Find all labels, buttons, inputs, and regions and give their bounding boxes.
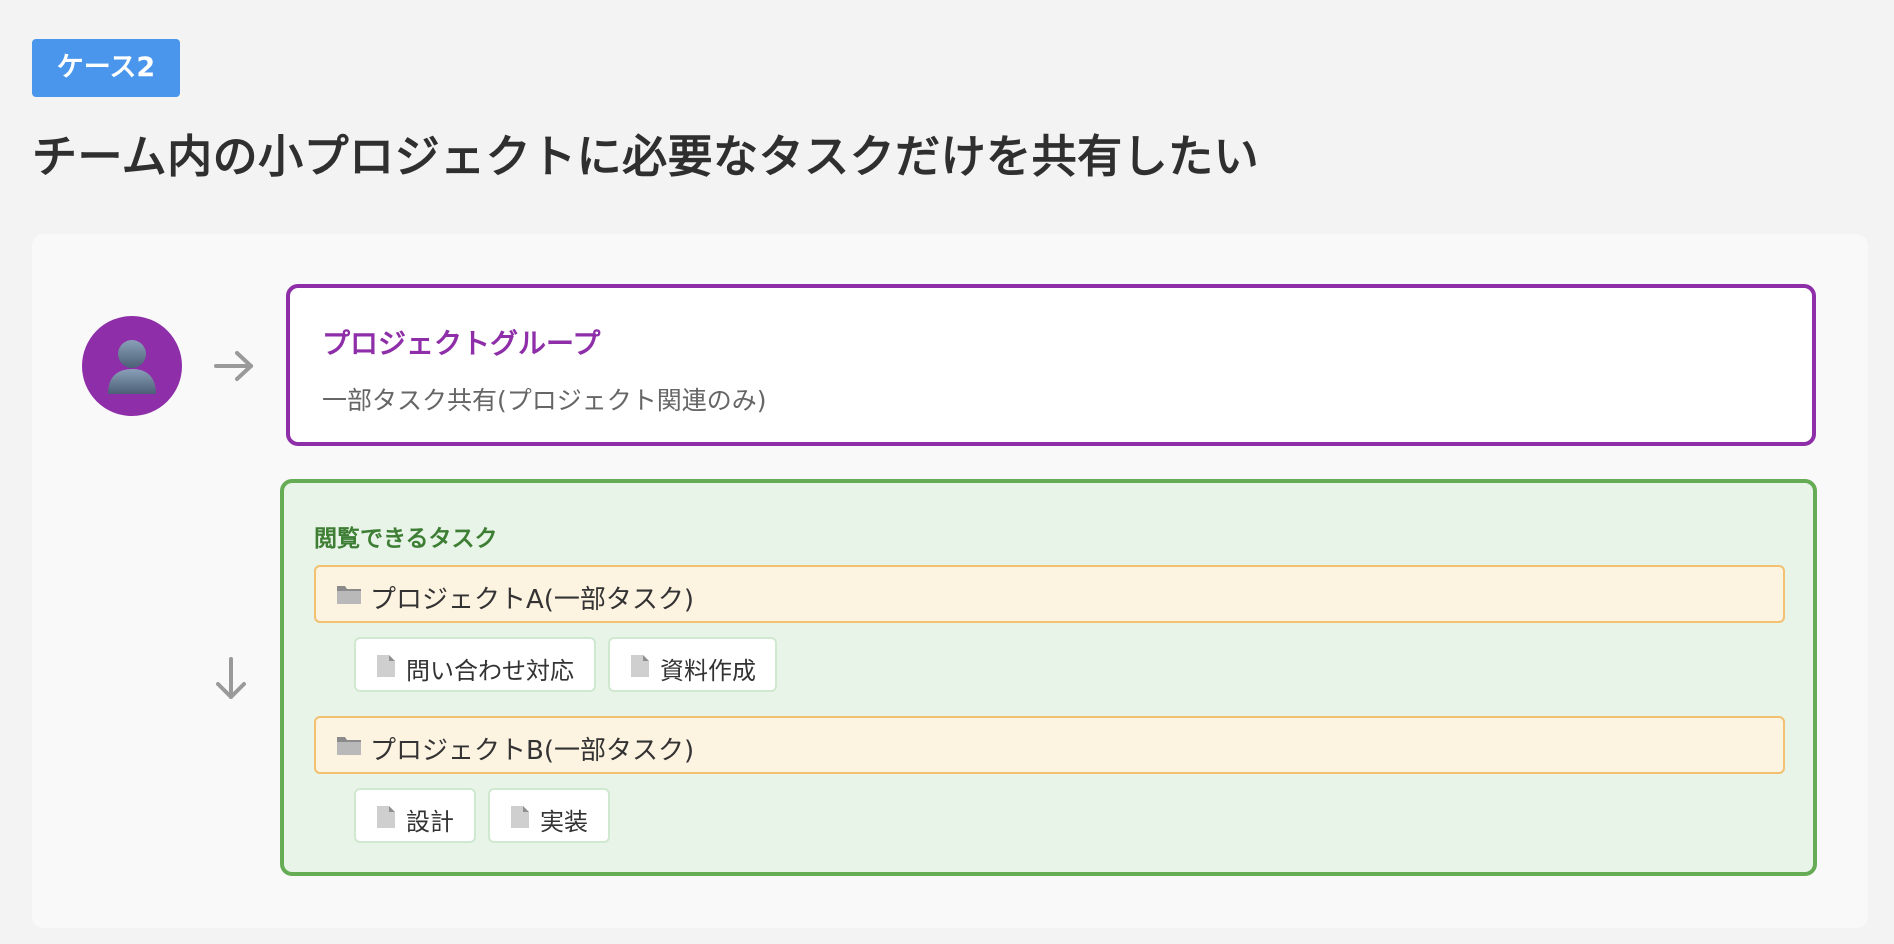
project-name: プロジェクトA(一部タスク) [370,585,695,615]
user-avatar [82,316,182,416]
document-icon [377,655,395,677]
tasks-title: 閲覧できるタスク [314,526,498,552]
group-title: プロジェクトグループ [322,327,601,360]
case-badge: ケース2 [32,39,180,97]
folder-icon [337,737,361,755]
document-icon [511,806,529,828]
viewable-tasks-card: 閲覧できるタスク プロジェクトA(一部タスク) 問い合わせ対応 資料作成 [280,479,1817,876]
project-row-b: プロジェクトB(一部タスク) [314,716,1785,774]
project-row-a: プロジェクトA(一部タスク) [314,565,1785,623]
task-chip: 実装 [488,788,610,843]
document-icon [631,655,649,677]
arrow-down-icon [216,657,246,699]
document-icon [377,806,395,828]
arrow-right-icon [214,351,253,381]
page-title: チーム内の小プロジェクトに必要なタスクだけを共有したい [32,130,1260,183]
project-name: プロジェクトB(一部タスク) [370,736,695,766]
task-chip: 設計 [354,788,476,843]
group-description: 一部タスク共有(プロジェクト関連のみ) [322,386,767,415]
user-silhouette-icon [108,340,156,394]
folder-icon [337,586,361,604]
task-chip: 問い合わせ対応 [354,637,596,692]
task-label: 実装 [540,808,588,836]
project-group-card: プロジェクトグループ 一部タスク共有(プロジェクト関連のみ) [286,284,1816,446]
task-chip: 資料作成 [608,637,777,692]
task-label: 資料作成 [660,657,756,685]
task-label: 問い合わせ対応 [406,657,574,685]
task-label: 設計 [406,808,454,836]
